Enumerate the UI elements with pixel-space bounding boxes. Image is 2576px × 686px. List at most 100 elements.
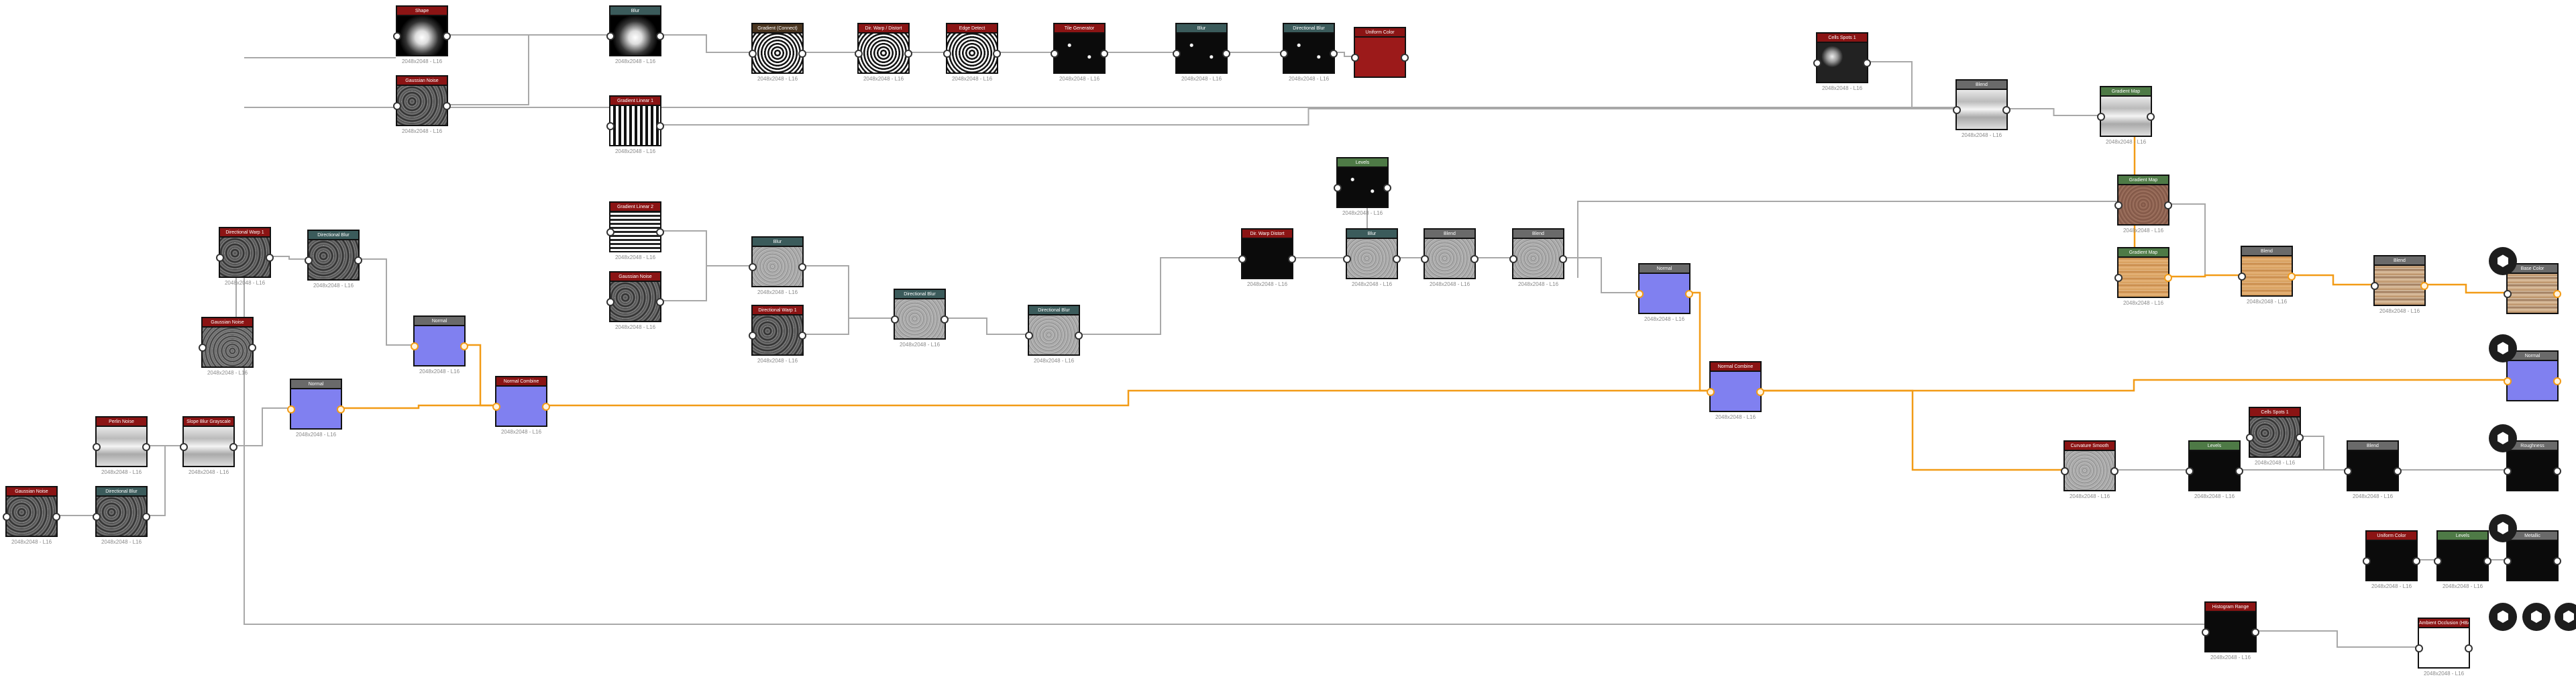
output-port[interactable]	[2164, 274, 2172, 282]
input-port[interactable]	[1173, 50, 1181, 58]
output-port[interactable]	[1100, 50, 1108, 58]
output-port[interactable]	[443, 32, 451, 40]
output-port[interactable]	[2394, 467, 2402, 475]
input-port[interactable]	[1025, 332, 1033, 340]
output-port[interactable]	[2553, 377, 2561, 385]
graph-node[interactable]: Base Color	[2504, 263, 2561, 314]
input-port[interactable]	[1334, 184, 1342, 192]
input-port[interactable]	[2363, 557, 2371, 565]
input-port[interactable]	[2371, 282, 2379, 290]
graph-node[interactable]: Uniform Color	[1351, 27, 1409, 78]
output-port[interactable]	[1288, 255, 1296, 263]
input-port[interactable]	[2504, 467, 2512, 475]
input-port[interactable]	[1635, 290, 1644, 298]
input-port[interactable]	[1707, 388, 1715, 396]
output-port[interactable]	[1756, 388, 1764, 396]
input-port[interactable]	[2504, 557, 2512, 565]
input-port[interactable]	[393, 102, 401, 110]
output-port[interactable]	[542, 403, 550, 411]
output-port[interactable]	[142, 443, 150, 451]
input-port[interactable]	[305, 256, 313, 264]
output-port[interactable]	[2002, 106, 2010, 114]
output-port[interactable]	[2296, 434, 2304, 442]
output-cube-icon[interactable]: ⬢	[2555, 603, 2576, 631]
input-port[interactable]	[2238, 273, 2246, 281]
input-port[interactable]	[2114, 201, 2123, 209]
output-cube-icon[interactable]: ⬢	[2489, 247, 2517, 275]
output-port[interactable]	[1330, 50, 1338, 58]
output-port[interactable]	[1075, 332, 1083, 340]
graph-node[interactable]: Roughness	[2504, 440, 2561, 491]
output-port[interactable]	[1222, 50, 1230, 58]
input-port[interactable]	[749, 332, 757, 340]
input-port[interactable]	[749, 263, 757, 271]
input-port[interactable]	[1280, 50, 1288, 58]
output-port[interactable]	[993, 50, 1001, 58]
output-port[interactable]	[2420, 282, 2428, 290]
output-port[interactable]	[904, 50, 912, 58]
output-port[interactable]	[2164, 201, 2172, 209]
output-port[interactable]	[1401, 54, 1409, 62]
output-port[interactable]	[1559, 255, 1567, 263]
input-port[interactable]	[93, 513, 101, 521]
input-port[interactable]	[855, 50, 863, 58]
output-port[interactable]	[2110, 467, 2118, 475]
input-port[interactable]	[2434, 557, 2442, 565]
output-port[interactable]	[2465, 644, 2473, 652]
input-port[interactable]	[3, 513, 11, 521]
input-port[interactable]	[1421, 255, 1429, 263]
input-port[interactable]	[1351, 54, 1359, 62]
output-port[interactable]	[2553, 557, 2561, 565]
input-port[interactable]	[606, 32, 614, 40]
output-port[interactable]	[1685, 290, 1693, 298]
output-port[interactable]	[798, 263, 806, 271]
output-port[interactable]	[1393, 255, 1401, 263]
input-port[interactable]	[216, 254, 224, 262]
input-port[interactable]	[606, 122, 614, 130]
output-port[interactable]	[656, 298, 664, 306]
output-port[interactable]	[460, 342, 468, 350]
output-cube-icon[interactable]: ⬢	[2489, 424, 2517, 452]
input-port[interactable]	[1238, 255, 1246, 263]
output-cube-icon[interactable]: ⬢	[2489, 334, 2517, 362]
output-port[interactable]	[2251, 628, 2259, 636]
input-port[interactable]	[2415, 644, 2423, 652]
graph-node[interactable]: Ambient Occlusion (HBAO)2048x2048 - L16	[2415, 618, 2473, 677]
output-port[interactable]	[1470, 255, 1479, 263]
output-port[interactable]	[1383, 184, 1391, 192]
output-cube-icon[interactable]: ⬢	[2489, 603, 2517, 631]
output-port[interactable]	[941, 315, 949, 324]
output-port[interactable]	[2553, 467, 2561, 475]
output-port[interactable]	[52, 513, 60, 521]
output-port[interactable]	[2147, 113, 2155, 121]
input-port[interactable]	[606, 228, 614, 236]
